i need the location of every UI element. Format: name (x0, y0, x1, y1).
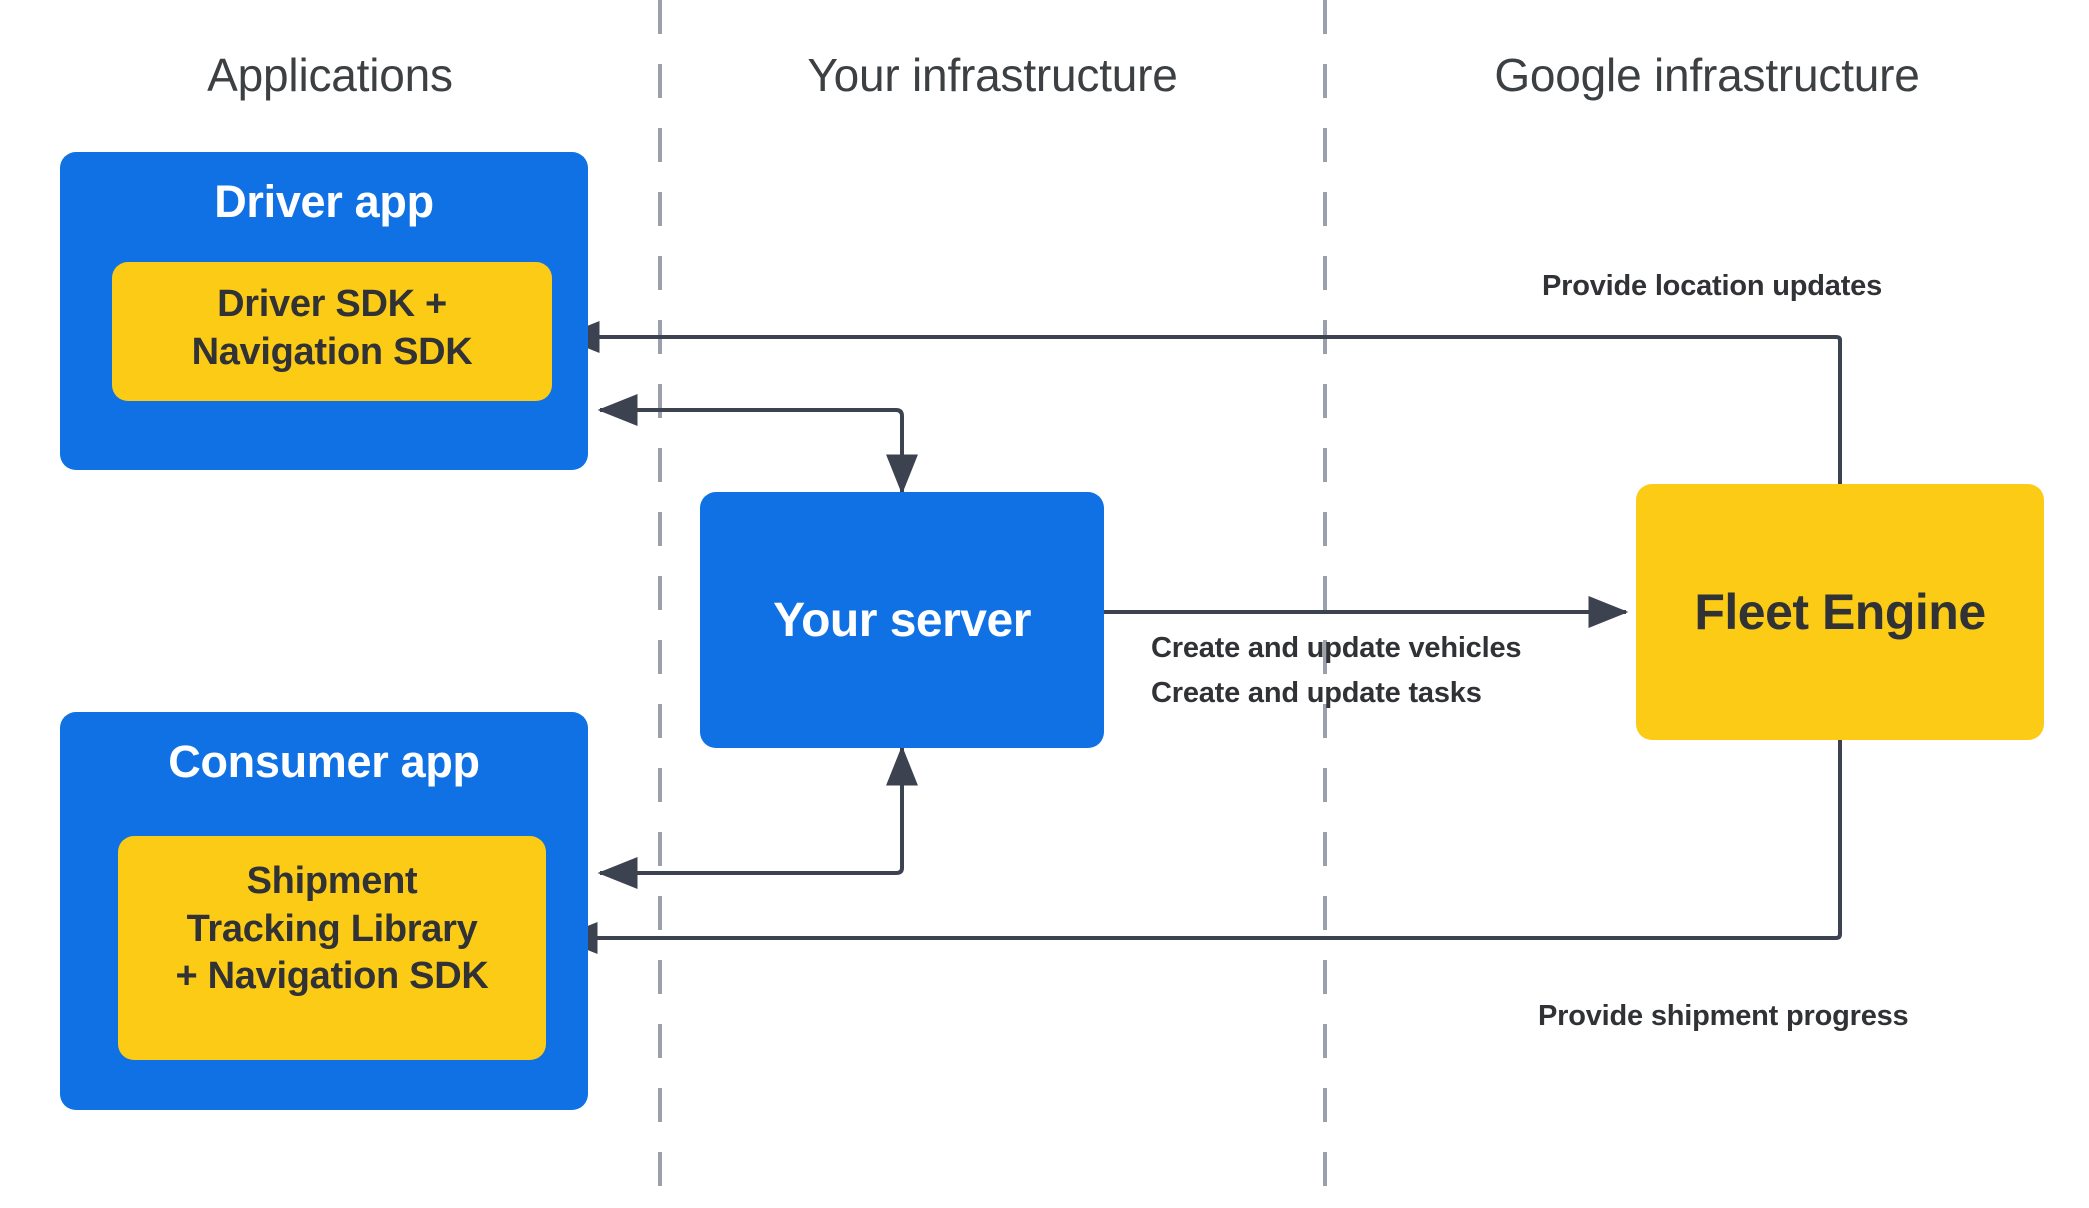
node-consumer-app-title: Consumer app (168, 736, 480, 787)
node-driver-app-title: Driver app (214, 176, 434, 227)
edge-label-create-and-update-vehicles: Create and update vehicles (1151, 632, 1522, 664)
node-your-server-title: Your server (773, 593, 1031, 647)
node-fleet-engine[interactable]: Fleet Engine (1636, 484, 2044, 740)
node-driver-sdk-line-2: Navigation SDK (191, 330, 473, 373)
node-shipment-tracking-library-line-1: Shipment (246, 860, 418, 902)
edge-label-create-and-update-tasks: Create and update tasks (1151, 677, 1482, 709)
column-header-applications: Applications (207, 49, 453, 101)
connector-fleet-engine-to-driver-sdk (559, 321, 1842, 484)
node-driver-sdk[interactable]: Driver SDK + Navigation SDK (112, 262, 552, 401)
node-driver-sdk-line-1: Driver SDK + (217, 283, 447, 325)
column-header-google-infrastructure: Google infrastructure (1494, 49, 1920, 101)
column-header-your-infrastructure: Your infrastructure (807, 49, 1178, 101)
edge-label-provide-shipment-progress: Provide shipment progress (1538, 1000, 1909, 1032)
node-shipment-tracking-library-text: Shipment Tracking Library + Navigation S… (118, 858, 546, 1001)
connector-your-server-to-driver-app (597, 394, 904, 492)
node-driver-sdk-text: Driver SDK + Navigation SDK (112, 281, 552, 376)
node-shipment-tracking-library-line-2: Tracking Library (186, 907, 478, 950)
node-shipment-tracking-library-line-3: + Navigation SDK (175, 955, 489, 997)
connector-fleet-engine-to-shipment-library (557, 740, 1842, 954)
connector-your-server-to-consumer-app (597, 790, 904, 889)
node-shipment-tracking-library[interactable]: Shipment Tracking Library + Navigation S… (118, 836, 546, 1060)
node-your-server[interactable]: Your server (700, 492, 1104, 748)
edge-label-provide-location-updates: Provide location updates (1542, 270, 1883, 302)
node-fleet-engine-title: Fleet Engine (1694, 584, 1986, 640)
